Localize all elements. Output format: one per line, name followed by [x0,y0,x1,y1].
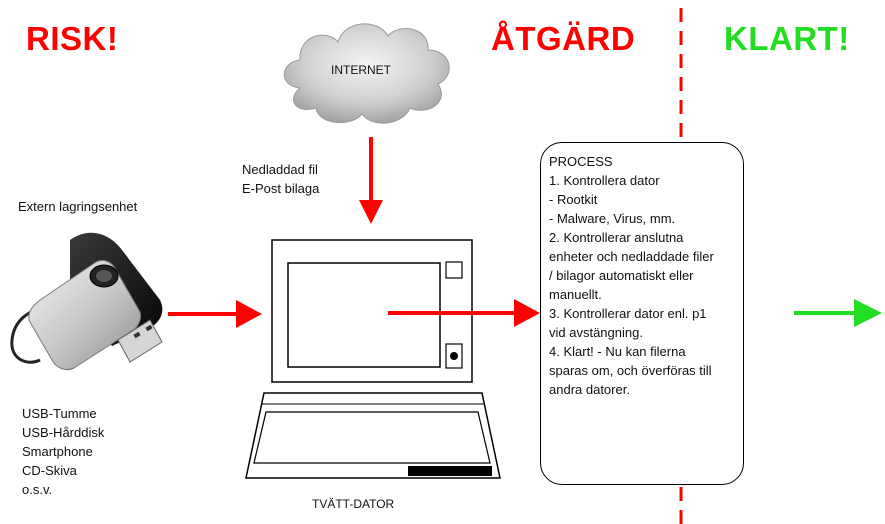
device-item: CD-Skiva [22,463,77,478]
process-line: 2. Kontrollerar anslutna [549,230,684,245]
process-line: PROCESS [549,154,613,169]
device-list: USB-Tumme USB-Hårddisk Smartphone CD-Ski… [22,404,104,499]
heading-action: ÅTGÄRD [491,20,636,57]
device-item: Smartphone [22,444,93,459]
process-line: vid avstängning. [549,325,643,340]
arrow-cloud-to-computer [359,137,383,224]
device-item: USB-Tumme [22,406,97,421]
heading-done: KLART! [724,20,850,57]
computer-label: TVÄTT-DATOR [312,497,395,511]
download-labels: Nedladdad fil E-Post bilaga [242,160,319,198]
process-line: sparas om, och överföras till [549,363,712,378]
heading-risk: RISK! [26,20,119,57]
usb-stick-icon [10,232,163,371]
process-box: PROCESS 1. Kontrollera dator - Rootkit -… [540,142,744,485]
download-label: E-Post bilaga [242,181,320,196]
process-line: / bilagor automatiskt eller [549,268,694,283]
device-item: USB-Hårddisk [22,425,105,440]
process-line: - Malware, Virus, mm. [549,211,676,226]
process-line: 1. Kontrollera dator [549,173,660,188]
cloud-icon [283,23,450,124]
arrow-usb-to-computer [168,300,262,328]
process-line: 4. Klart! - Nu kan filerna [549,344,686,359]
process-line: 3. Kontrollerar dator enl. p1 [549,306,707,321]
process-line: andra datorer. [549,382,630,397]
laptop-icon [245,239,501,479]
cloud-label: INTERNET [331,63,391,77]
arrow-computer-to-process [388,299,540,327]
process-line: manuellt. [549,287,602,302]
storage-title: Extern lagringsenhet [18,199,138,214]
device-item: o.s.v. [22,482,53,497]
process-line: - Rootkit [549,192,598,207]
process-line: enheter och nedladdade filer [549,249,714,264]
arrow-done [794,299,882,327]
download-label: Nedladdad fil [242,162,318,177]
